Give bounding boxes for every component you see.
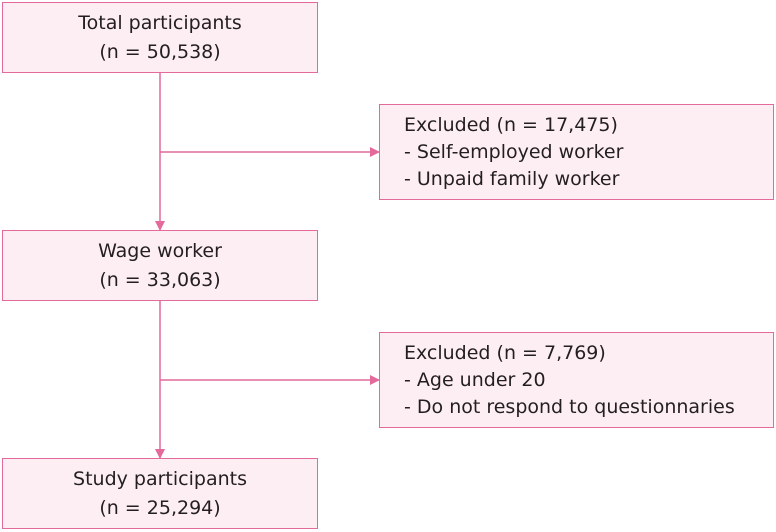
total-participants-box: Total participants (n = 50,538) [2, 2, 318, 73]
exclusion-1-title: Excluded (n = 17,475) [404, 113, 618, 136]
exclusion-2-title: Excluded (n = 7,769) [404, 341, 606, 364]
exclusion-2-reason-2: - Do not respond to questionnaries [404, 395, 735, 418]
wage-worker-count: (n = 33,063) [99, 268, 221, 291]
wage-worker-title: Wage worker [98, 239, 222, 262]
exclusion-2-reason-1: - Age under 20 [404, 368, 546, 391]
exclusion-box-2: Excluded (n = 7,769) - Age under 20 - Do… [379, 332, 774, 428]
total-participants-count: (n = 50,538) [99, 40, 221, 63]
wage-worker-box: Wage worker (n = 33,063) [2, 230, 318, 301]
study-participants-box: Study participants (n = 25,294) [2, 458, 318, 529]
exclusion-1-reason-1: - Self-employed worker [404, 140, 624, 163]
total-participants-title: Total participants [78, 11, 242, 34]
study-participants-title: Study participants [73, 467, 247, 490]
study-participants-count: (n = 25,294) [99, 496, 221, 519]
exclusion-box-1: Excluded (n = 17,475) - Self-employed wo… [379, 104, 774, 200]
exclusion-1-reason-2: - Unpaid family worker [404, 167, 620, 190]
